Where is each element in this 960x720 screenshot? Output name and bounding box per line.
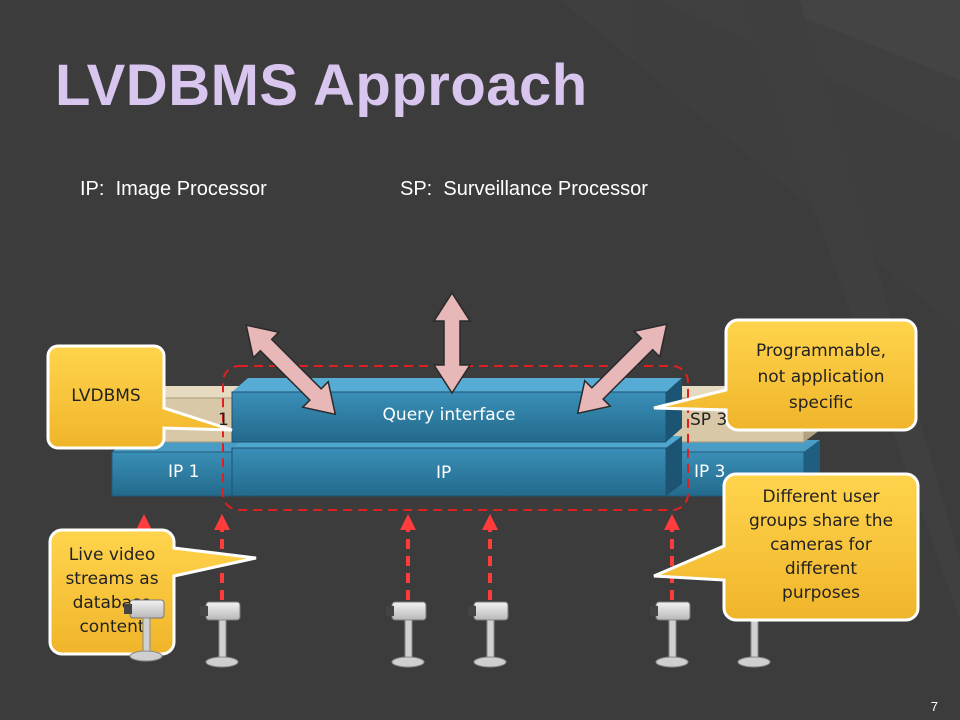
camera-icon xyxy=(200,601,241,668)
callout-live-shape xyxy=(48,528,257,656)
callout-programmable: Programmable, not application specific xyxy=(728,338,914,416)
sp-definition: SP: Surveillance Processor xyxy=(400,178,648,200)
sp-left-label: 1 xyxy=(218,410,229,430)
camera-icon xyxy=(386,601,427,668)
center-ip-box xyxy=(231,436,682,497)
callout-line: specific xyxy=(788,393,854,413)
callout-user-groups: Different user groups share the cameras … xyxy=(728,485,914,605)
callout-line: groups share the xyxy=(748,511,894,531)
ip-left-label: IP 1 xyxy=(168,462,200,482)
ip-right-label: IP 3 xyxy=(694,462,726,482)
page-number: 7 xyxy=(930,699,938,714)
callout-line: Different user xyxy=(762,487,880,507)
query-interface-label: Query interface xyxy=(382,405,516,425)
callout-line: not application xyxy=(757,367,885,387)
callout-live-video: Live video streams as database content xyxy=(52,543,172,639)
callout-line: streams as xyxy=(65,569,159,589)
callout-line: Programmable, xyxy=(755,341,887,361)
callout-line: purposes xyxy=(782,583,860,603)
callout-lvdbms: LVDBMS xyxy=(52,384,160,408)
callout-line: Live video xyxy=(68,545,156,565)
arrow-center-vertical xyxy=(432,291,472,395)
camera-icon xyxy=(468,601,509,668)
camera-icon xyxy=(650,601,691,668)
callout-line: cameras for xyxy=(770,535,872,555)
sp-right-label: SP 3 xyxy=(690,410,728,430)
callout-lvdbms-text: LVDBMS xyxy=(71,386,141,406)
callout-line: database xyxy=(72,593,152,613)
ip-center-label: IP xyxy=(436,463,452,483)
pink-arrows xyxy=(245,291,668,416)
callout-line: content xyxy=(79,617,145,637)
callout-groups-shape xyxy=(653,472,920,622)
callout-lvdbms-shape xyxy=(46,344,233,450)
camera-icon xyxy=(737,619,771,668)
cameras xyxy=(124,599,771,668)
background-rays xyxy=(560,0,960,620)
callout-line: different xyxy=(784,559,858,579)
arrow-left-diagonal xyxy=(245,324,337,416)
ip-definition: IP: Image Processor xyxy=(80,178,267,200)
callout-programmable-shape xyxy=(653,318,918,432)
arrow-right-diagonal xyxy=(576,323,668,415)
slide-title: LVDBMS Approach xyxy=(55,53,588,118)
